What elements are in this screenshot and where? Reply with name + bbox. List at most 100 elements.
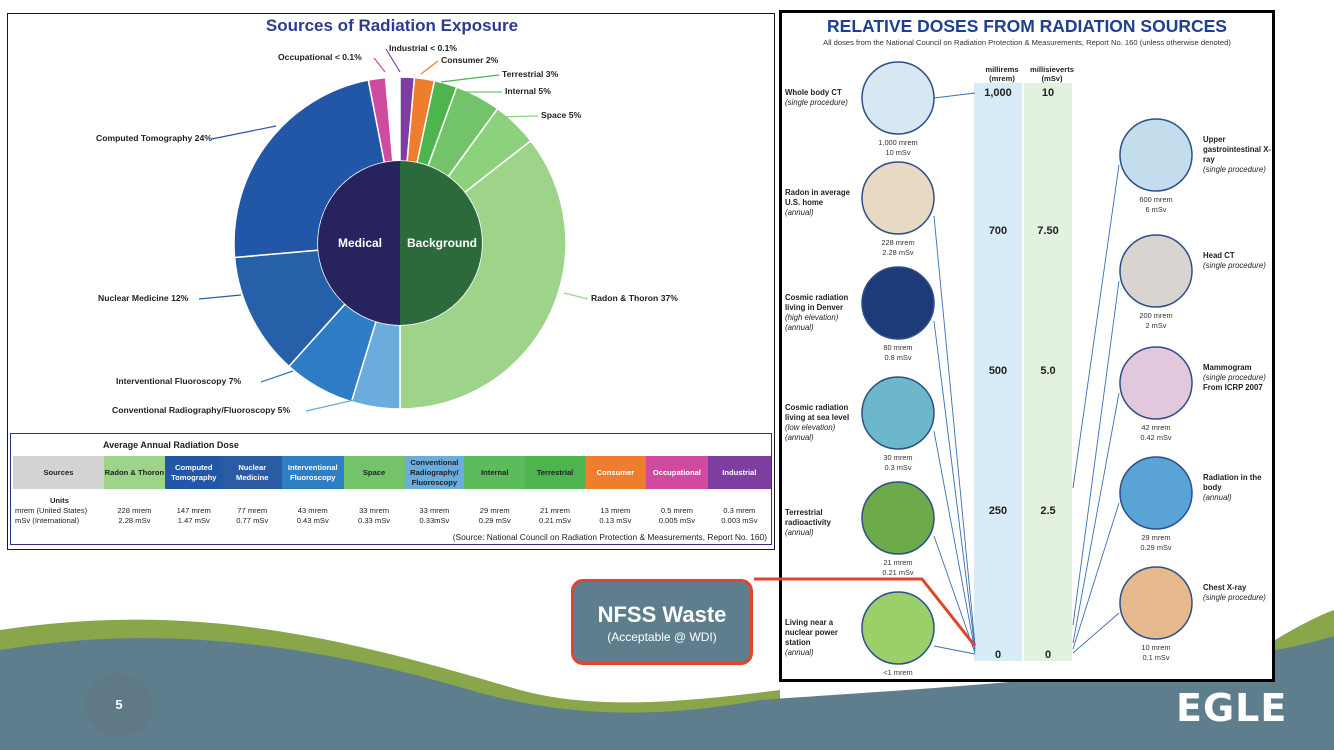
scene-icon [861,61,935,135]
dose-item-label: Whole body CT(single procedure) [785,88,859,108]
relative-doses-panel: RELATIVE DOSES FROM RADIATION SOURCES Al… [779,10,1275,682]
msv-column [1024,83,1072,661]
dose-item-value: 30 mrem [883,453,913,462]
cell-mrem: 13 mrem [600,506,631,515]
dose-line [933,430,976,652]
table-header-conventional-radiography-fluoroscopy: Conventional Radiography/ Fluoroscopy [404,456,465,489]
leader-line [563,292,589,300]
dose-item-value: 228 mrem [881,238,915,247]
dose-item-value: 6 mSv [1145,205,1167,214]
col-head-msv: millisieverts (mSv) [1030,65,1074,83]
dose-item-note: (annual) [785,648,814,657]
leader-line [198,294,242,300]
scale-msv: 0 [1044,649,1052,661]
dose-item-name: Chest X-ray [1203,583,1247,592]
table-header-interventional-fluoroscopy: Interventional Fluoroscopy [281,456,344,489]
cell-mrem: 0.3 mrem [723,506,756,515]
egle-logo: EGLE [1176,686,1288,730]
dose-item-label: Radiation in the body(annual) [1203,473,1272,503]
dose-item-name: Upper gastrointestinal X-ray [1203,135,1272,164]
dose-item-label: Cosmic radiation living at sea level(low… [785,403,859,443]
pie-label-occupational: Occupational < 0.1% [278,52,362,62]
leader-line [373,57,386,73]
table-header-nuclear-medicine: Nuclear Medicine [222,456,282,489]
table-units-cell: Units mrem (United States) mSv (Internat… [13,489,104,533]
nfss-waste-callout: NFSS Waste (Acceptable @ WDI) [571,579,753,665]
scale-msv: 5.0 [1040,365,1056,377]
inner-label-background: Background [407,236,477,250]
inner-label-medical: Medical [338,236,382,250]
dose-item-name: Cosmic radiation living at sea level [785,403,850,422]
dose-line [933,215,976,646]
dose-item-value: 0.21 mSv [882,568,914,577]
scene-icon [861,266,935,340]
dose-item-label: Chest X-ray(single procedure) [1203,583,1272,603]
dose-line [933,535,976,654]
cell-msv: 0.005 mSv [658,516,696,525]
cell-mrem: 77 mrem [237,506,268,515]
table-header-industrial: Industrial [707,456,771,489]
dose-item-value: 2 mSv [1145,321,1167,330]
dose-item-name: Head CT [1203,251,1235,260]
dose-item-name: Whole body CT [785,88,842,97]
dose-item-value: 21 mrem [883,558,913,567]
dose-item-value: <1 mrem [883,668,913,677]
cell-msv: 0.43 mSv [296,516,329,525]
dose-item-label: Living near a nuclear power station(annu… [785,618,859,658]
dose-item-label: Mammogram(single procedure)From ICRP 200… [1203,363,1272,393]
dose-item-note: (single procedure) [1203,165,1266,174]
doses-subtitle: All doses from the National Council on R… [823,38,1231,47]
table-header-computed-tomography: Computed Tomography [164,456,223,489]
cell-msv: 0.003 mSv [721,516,758,525]
scene-icon [861,481,935,555]
dose-item-note: (single procedure) [1203,373,1266,382]
dose-item-name: Radiation in the body [1203,473,1262,492]
scale-mrem: 0 [994,649,1002,661]
dose-item-note: (high elevation) (annual) [785,313,839,332]
exposure-donut-chart: Medical Background [198,48,589,412]
cell-msv: 1.47 mSv [177,516,210,525]
dose-item-value: 0.8 mSv [884,353,912,362]
dose-line [1072,612,1120,654]
leader-line [497,115,539,118]
scene-icon [861,591,935,665]
procedure-icon [1119,566,1193,640]
cell-mrem: 43 mrem [297,506,328,515]
dose-item-note: (low elevation) (annual) [785,423,836,442]
pie-label-space: Space 5% [541,110,582,120]
dose-item-name: Living near a nuclear power station [785,618,838,647]
callout-connector [754,577,977,647]
doses-title: RELATIVE DOSES FROM RADIATION SOURCES [827,16,1227,36]
pie-label-internal: Internal 5% [505,86,551,96]
pie-label-terrestrial: Terrestrial 3% [502,69,559,79]
scale-mrem: 500 [988,365,1008,377]
scale-msv: 7.50 [1037,225,1059,237]
table-header-radon-thoron: Radon & Thoron [103,456,165,489]
dose-item-note: (annual) [785,208,814,217]
callout-title: NFSS Waste [597,602,727,627]
dose-item-value: 42 mrem [1141,423,1171,432]
pie-label-radon-thoron: Radon & Thoron 37% [591,293,678,303]
inner-medical [318,161,400,325]
scale-msv: 10 [1041,87,1055,99]
units-label: Units [49,496,69,505]
dose-item-note: (annual) [785,528,814,537]
page-number: 5 [85,673,153,737]
dose-item-name: Terrestrial radioactivity [785,508,831,527]
procedure-icon [1119,456,1193,530]
table-row: Units mrem (United States) mSv (Internat… [13,489,771,533]
col-head-mrem: millirems (mrem) [985,65,1019,83]
dose-line [1072,502,1120,650]
dose-line [1072,280,1120,626]
table-header-sources: Sources [13,456,104,489]
dose-item-value: 600 mrem [1139,195,1173,204]
radiation-exposure-panel: Sources of Radiation Exposure Medical Bac… [7,13,775,550]
pie-title: Sources of Radiation Exposure [265,16,519,35]
